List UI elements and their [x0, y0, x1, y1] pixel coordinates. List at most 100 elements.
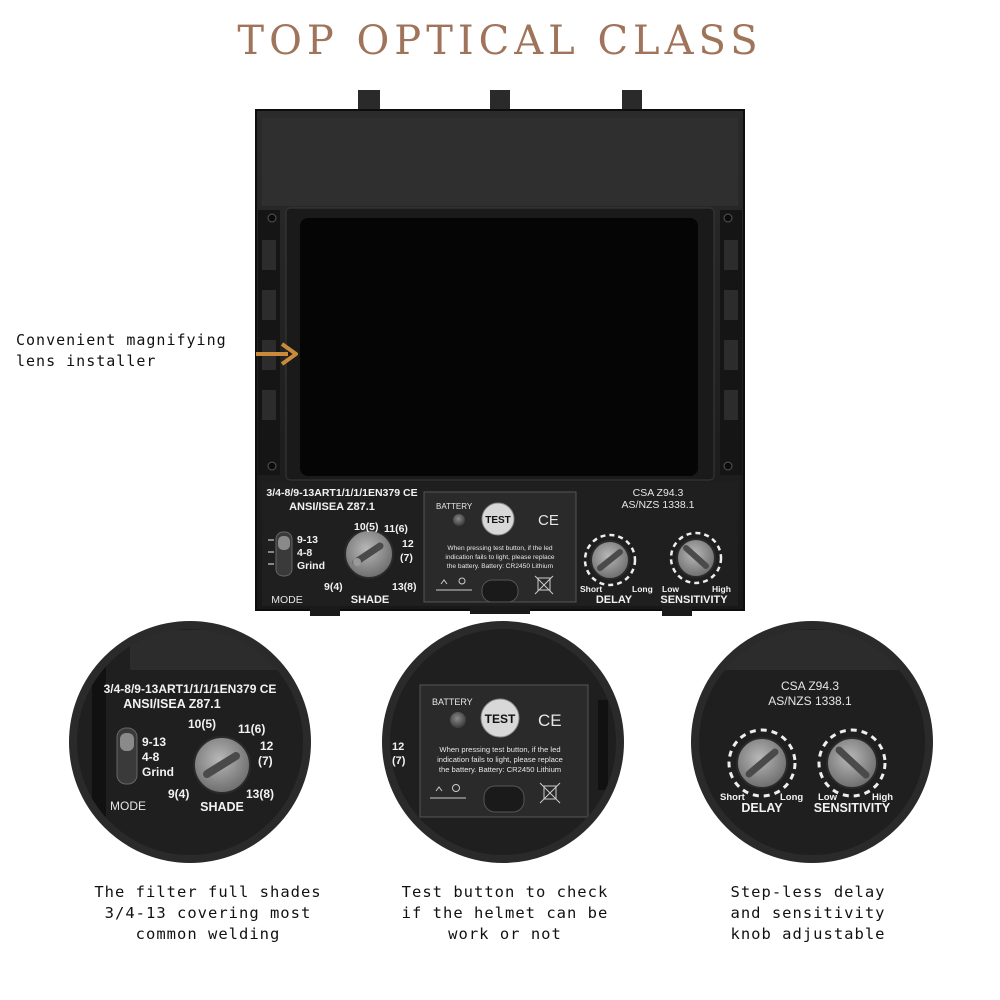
caption-line: common welding	[135, 925, 281, 943]
zoom-delay-scale	[727, 728, 797, 798]
zoom-asnzs-label: AS/NZS 1338.1	[768, 694, 852, 708]
zoom-mode-switch	[116, 727, 138, 785]
callout-line: lens installer	[16, 352, 157, 370]
callout-line: Convenient magnifying	[16, 331, 227, 349]
sensitivity-high-label: High	[712, 584, 731, 594]
delay-long-label: Long	[632, 584, 653, 594]
zoom-notice-line: indication fails to light, please replac…	[437, 755, 563, 764]
caption-line: 3/4-13 covering most	[104, 904, 312, 922]
zoom-battery-label: BATTERY	[432, 697, 473, 707]
sensitivity-knob[interactable]	[676, 538, 716, 578]
caption-knobs: Step-less delay and sensitivity knob adj…	[673, 882, 943, 945]
caption-line: Test button to check	[401, 883, 609, 901]
mode-option: 9-13	[297, 534, 318, 546]
caption-shade: The filter full shades 3/4-13 covering m…	[73, 882, 343, 945]
filter-cartridge: 3/4-8/9-13ART1/1/1/1EN379 CE ANSI/ISEA Z…	[255, 90, 745, 616]
shade-mark: 12	[402, 538, 414, 550]
mode-label: MODE	[271, 594, 303, 606]
zoom-shade-knob	[193, 736, 251, 794]
caption-test: Test button to check if the helmet can b…	[370, 882, 640, 945]
zoom-mode-option: 9-13	[142, 735, 166, 749]
delay-knob[interactable]	[590, 540, 630, 580]
sensitivity-dial-scale	[669, 531, 723, 585]
delay-dial-scale	[583, 533, 637, 587]
caption-line: work or not	[448, 925, 562, 943]
zoom-shade-mark: 10(5)	[188, 717, 216, 731]
zoom-ansi-label: ANSI/ISEA Z87.1	[123, 697, 221, 711]
zoom-sensitivity-label: SENSITIVITY	[814, 801, 891, 815]
battery-notice-line: the battery. Battery: CR2450 Lithium	[447, 563, 554, 570]
zoom-mode-label: MODE	[110, 799, 146, 813]
top-clip	[490, 90, 510, 114]
zoom-sensitivity-scale	[817, 728, 887, 798]
shade-mark: 9(4)	[324, 581, 343, 593]
zoom-shade-mark: 11(6)	[238, 722, 265, 736]
frame-screws	[267, 213, 733, 471]
battery-notice-line: indication fails to light, please replac…	[445, 554, 555, 561]
zoom-mode-option: 4-8	[142, 750, 160, 764]
csa-label: CSA Z94.3	[633, 487, 684, 499]
battery-polarity-icon	[436, 577, 472, 591]
zoom-delay-knob	[736, 737, 788, 789]
asnzs-label: AS/NZS 1338.1	[622, 499, 695, 511]
caption-line: The filter full shades	[94, 883, 322, 901]
callout-arrow-icon	[256, 342, 298, 366]
zoom-shade-mark: 13(8)	[246, 787, 274, 801]
battery-label: BATTERY	[436, 502, 473, 511]
ce-mark: CE	[538, 512, 559, 529]
zoom-shade-label: SHADE	[200, 800, 244, 814]
zoom-battery-led	[450, 712, 466, 728]
recycle-bin-icon	[534, 575, 554, 595]
shade-mark: (7)	[400, 552, 413, 564]
delay-short-label: Short	[580, 584, 602, 594]
battery-led	[453, 514, 465, 526]
shade-mark: 13(8)	[392, 581, 417, 593]
top-plate	[262, 118, 738, 206]
mode-switch[interactable]	[268, 531, 293, 577]
battery-cover[interactable]	[481, 579, 519, 603]
test-button[interactable]: TEST	[481, 502, 515, 536]
zoom-sensitivity-low: Low	[818, 792, 838, 803]
caption-line: if the helmet can be	[401, 904, 609, 922]
zoom-delay-label: DELAY	[741, 801, 783, 815]
shade-label: SHADE	[351, 594, 390, 606]
zoom-notice-line: the battery. Battery: CR2450 Lithium	[439, 765, 561, 774]
zoom-test-button: TEST	[480, 698, 520, 738]
shade-knob[interactable]	[344, 529, 394, 579]
zoom-battery-cover	[483, 785, 525, 813]
zoom-sensitivity-knob	[826, 737, 878, 789]
test-button-label: TEST	[485, 515, 511, 526]
caption-line: knob adjustable	[730, 925, 886, 943]
zoom-standards-label: 3/4-8/9-13ART1/1/1/1EN379 CE	[104, 682, 277, 696]
auto-darkening-lens	[300, 218, 698, 476]
delay-label: DELAY	[596, 594, 633, 606]
page-title: TOP OPTICAL CLASS	[237, 18, 763, 64]
standards-label: 3/4-8/9-13ART1/1/1/1EN379 CE	[266, 487, 417, 499]
caption-line: Step-less delay	[730, 883, 886, 901]
zoom-csa-label: CSA Z94.3	[781, 679, 839, 693]
shade-mark: 10(5)	[354, 521, 379, 533]
zoom-shade-mark: 9(4)	[168, 787, 189, 801]
battery-notice-line: When pressing test button, if the led	[447, 545, 553, 552]
sensitivity-label: SENSITIVITY	[660, 594, 728, 606]
top-clip	[358, 90, 380, 114]
shade-mark: 11(6)	[384, 523, 408, 535]
zoom-shade-mark: (7)	[258, 754, 273, 768]
zoom-sensitivity-high: High	[872, 792, 893, 803]
zoom-edge-mark: (7)	[392, 755, 406, 767]
magnifier-callout: Convenient magnifying lens installer	[16, 330, 266, 372]
top-clip	[622, 90, 642, 114]
sensitivity-low-label: Low	[662, 584, 679, 594]
zoom-notice-line: When pressing test button, if the led	[439, 745, 560, 754]
zoom-delay-short: Short	[720, 792, 746, 803]
zoom-mode-option: Grind	[142, 765, 174, 779]
zoom-delay-long: Long	[780, 792, 803, 803]
ansi-label: ANSI/ISEA Z87.1	[289, 501, 375, 513]
zoom-edge-mark: 12	[392, 741, 404, 753]
zoom-shade-detail: 3/4-8/9-13ART1/1/1/1EN379 CE ANSI/ISEA Z…	[69, 621, 311, 863]
zoom-shade-mark: 12	[260, 739, 274, 753]
mode-option: Grind	[297, 560, 325, 572]
zoom-test-label: TEST	[485, 712, 516, 726]
zoom-knob-detail: CSA Z94.3 AS/NZS 1338.1 Short Long DELAY…	[691, 621, 933, 863]
